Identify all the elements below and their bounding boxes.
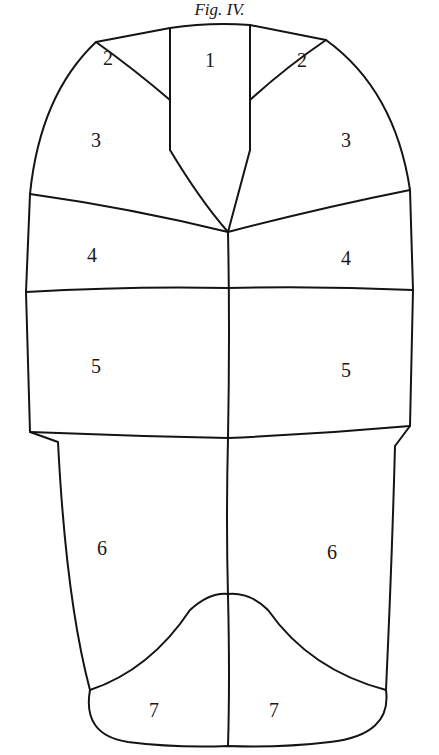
- scute-number: 7: [266, 698, 282, 722]
- scute-region: 7: [266, 698, 282, 722]
- figure-title: Fig. IV.: [0, 0, 439, 20]
- scute-number: 6: [324, 540, 340, 564]
- scute-number: 3: [88, 128, 104, 152]
- scute-region: 1: [202, 48, 218, 72]
- scute-number: 4: [338, 246, 354, 270]
- scute-number: 4: [84, 243, 100, 267]
- scute-region: 2: [100, 46, 116, 70]
- scute-number: 3: [338, 128, 354, 152]
- scute-region: 7: [146, 698, 162, 722]
- scute-number: 2: [100, 46, 116, 70]
- scute-region: 4: [338, 246, 354, 270]
- scute-number: 2: [294, 48, 310, 72]
- scute-number: 7: [146, 698, 162, 722]
- scute-number: 5: [338, 358, 354, 382]
- scute-number: 6: [94, 536, 110, 560]
- scute-region: 4: [84, 243, 100, 267]
- scute-region: 3: [88, 128, 104, 152]
- scute-number: 5: [88, 354, 104, 378]
- scute-region: 6: [324, 540, 340, 564]
- scute-region: 3: [338, 128, 354, 152]
- scute-region: 2: [294, 48, 310, 72]
- scute-number: 1: [202, 48, 218, 72]
- scute-region: 5: [88, 354, 104, 378]
- scute-region: 6: [94, 536, 110, 560]
- scute-region: 5: [338, 358, 354, 382]
